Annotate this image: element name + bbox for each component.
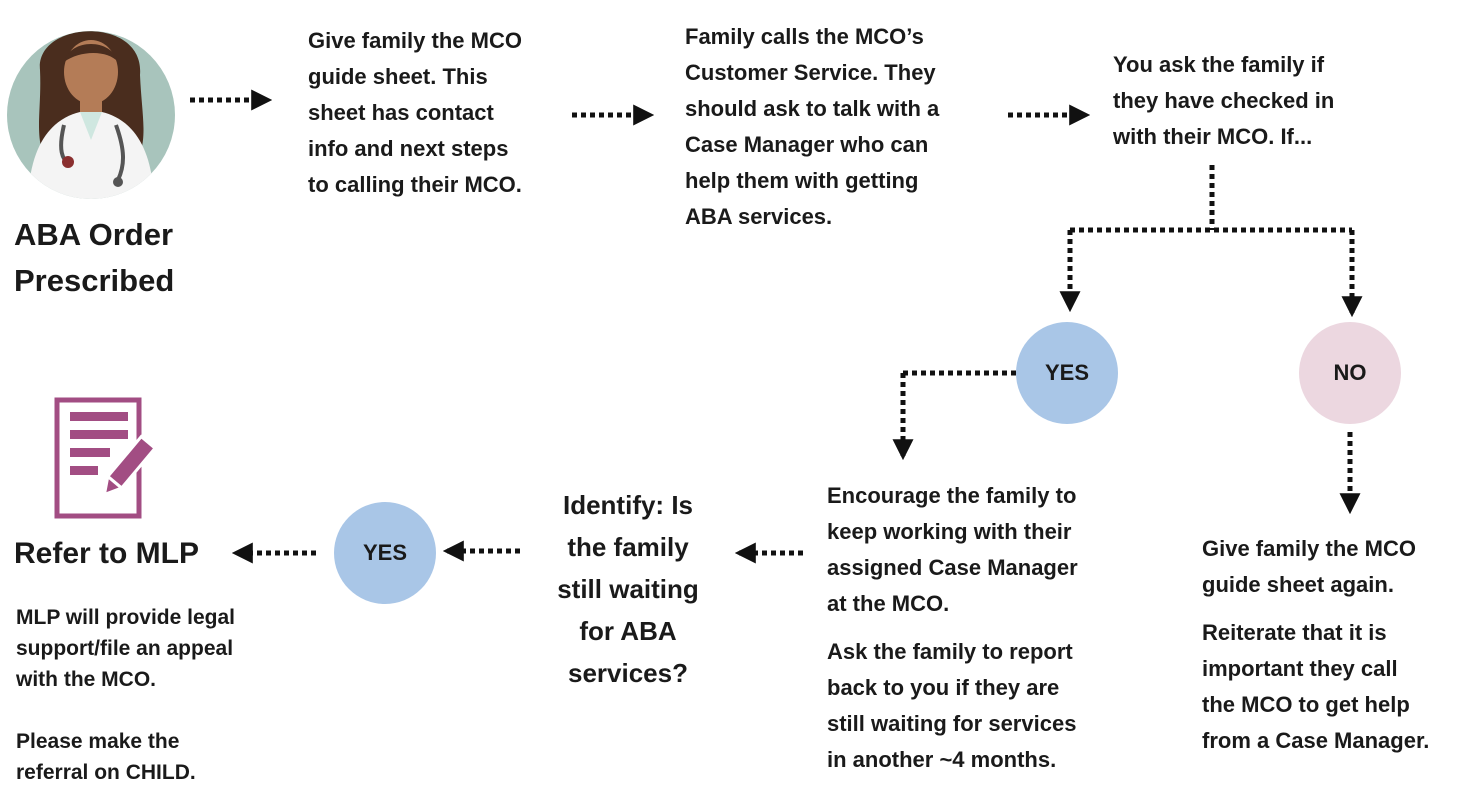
question-line: Identify: Is [562,490,693,520]
step2-line: ABA services. [685,204,833,229]
question-text: Identify: Is the family still waiting fo… [538,484,718,694]
step2-line: help them with getting [685,168,919,193]
yes-branch-line: Ask the family to report [827,639,1073,664]
no-branch-line: guide sheet again. [1202,572,1394,597]
doctor-avatar-icon [7,31,175,199]
form-edit-icon [54,397,158,519]
step2-text: Family calls the MCO’s Customer Service.… [685,19,939,235]
no-label: NO [1333,360,1367,385]
yes-branch-line: Encourage the family to [827,483,1077,508]
no-branch-text: Give family the MCO guide sheet again. R… [1202,531,1429,759]
yes-branch-line: still waiting for services [827,711,1077,736]
question-line: the family [567,532,689,562]
face [64,40,118,104]
step1-line: Give family the MCO [308,28,522,53]
yes-branch-line: assigned Case Manager [827,555,1078,580]
yes-label: YES [1044,360,1090,385]
step3-line: they have checked in [1113,88,1335,113]
yes-label-2: YES [362,540,408,565]
step2-line: Family calls the MCO’s [685,24,924,49]
step3-line: with their MCO. If... [1113,124,1313,149]
refer-title: Refer to MLP [14,537,200,570]
yes-branch-line: keep working with their [827,519,1072,544]
yes-branch-line: back to you if they are [827,675,1060,700]
coat [28,112,154,199]
yes-branch-line: at the MCO. [827,591,950,616]
question-line: services? [568,658,688,688]
no-branch-line: from a Case Manager. [1202,728,1430,753]
end-text: MLP will provide legal support/file an a… [16,602,235,788]
step2-line: should ask to talk with a [685,96,940,121]
yes-branch-line: in another ~4 months. [827,747,1057,772]
no-branch-line: Give family the MCO [1202,536,1416,561]
start-title: ABA Order Prescribed [14,212,174,304]
end-line: Please make the [16,730,180,753]
no-branch-line: important they call [1202,656,1398,681]
step3-line: You ask the family if [1113,52,1325,77]
yes-circle-2 [334,502,436,604]
end-line: support/file an appeal [16,637,234,660]
end-line: with the MCO. [16,668,156,691]
question-line: still waiting [557,574,699,604]
step1-line: sheet has contact [308,100,494,125]
start-title-line: ABA Order [14,217,174,252]
step1-text: Give family the MCO guide sheet. This sh… [308,23,522,203]
step1-line: guide sheet. This [308,64,488,89]
no-branch-line: Reiterate that it is [1202,620,1387,645]
step3-text: You ask the family if they have checked … [1113,47,1334,155]
yes-circle [1016,322,1118,424]
step2-line: Customer Service. They [685,60,936,85]
step1-line: info and next steps [308,136,509,161]
end-line: referral on CHILD. [16,761,196,784]
no-branch-line: the MCO to get help [1202,692,1410,717]
end-line: MLP will provide legal [16,606,235,629]
question-line: for ABA [579,616,677,646]
step1-line: to calling their MCO. [308,172,522,197]
start-title-line: Prescribed [14,263,175,298]
no-circle [1299,322,1401,424]
step2-line: Case Manager who can [685,132,929,157]
yes-branch-text: Encourage the family to keep working wit… [827,478,1078,778]
